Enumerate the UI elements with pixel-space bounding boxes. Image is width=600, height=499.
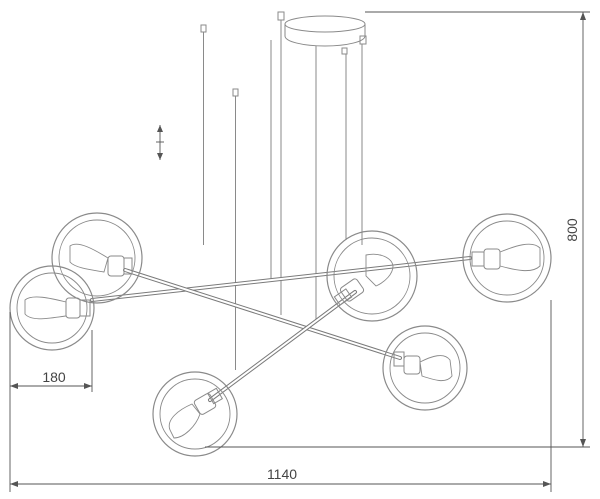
dimension-globe: 180 <box>9 312 93 392</box>
dimension-height: 800 <box>205 11 590 448</box>
ceiling-canopy <box>277 11 367 55</box>
dimension-width: 1140 <box>9 300 552 492</box>
globe-center <box>326 230 418 322</box>
globe-left <box>9 265 95 351</box>
globe-width-label: 180 <box>42 369 66 385</box>
arms <box>90 256 472 402</box>
globe-bottom <box>152 371 238 457</box>
globe-lower-right <box>382 325 468 411</box>
globe-upper-left <box>51 212 143 304</box>
height-label: 800 <box>564 218 580 242</box>
adjust-arrow-icon <box>156 125 164 160</box>
suspension-wires <box>200 20 363 370</box>
globe-right <box>462 213 552 303</box>
width-label: 1140 <box>267 466 297 482</box>
